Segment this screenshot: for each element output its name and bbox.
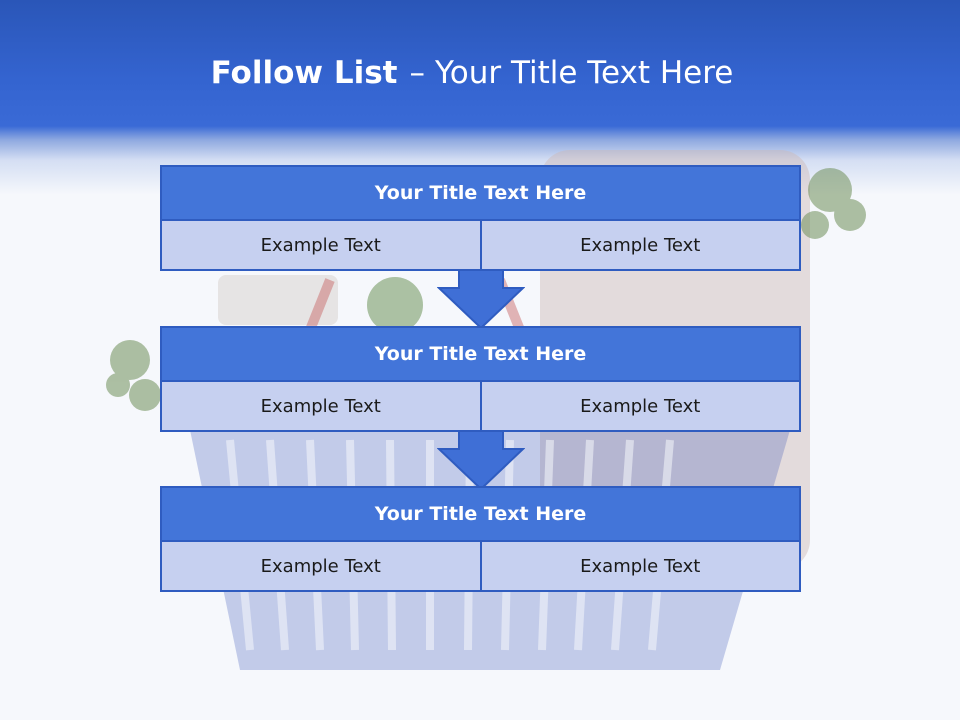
block-title: Your Title Text Here bbox=[160, 165, 801, 221]
block-cell-left: Example Text bbox=[162, 382, 482, 430]
block-title: Your Title Text Here bbox=[160, 326, 801, 382]
block-cell-right: Example Text bbox=[580, 395, 701, 417]
header-band bbox=[0, 0, 960, 195]
down-arrow-icon bbox=[437, 429, 525, 491]
block-cell-right: Example Text bbox=[580, 234, 701, 256]
block-cell-right: Example Text bbox=[580, 555, 701, 577]
title-dash: – bbox=[409, 55, 425, 91]
list-block-2: Your Title Text Here Example Text Exampl… bbox=[160, 326, 801, 432]
down-arrow-icon bbox=[437, 268, 525, 330]
slide-title: Follow List–Your Title Text Here bbox=[0, 55, 944, 91]
block-row: Example Text Example Text bbox=[160, 221, 801, 271]
list-block-1: Your Title Text Here Example Text Exampl… bbox=[160, 165, 801, 271]
title-rest: Your Title Text Here bbox=[434, 55, 734, 91]
block-cell-left: Example Text bbox=[162, 221, 482, 269]
block-row: Example Text Example Text bbox=[160, 542, 801, 592]
title-bold: Follow List bbox=[210, 55, 398, 91]
list-block-3: Your Title Text Here Example Text Exampl… bbox=[160, 486, 801, 592]
block-row: Example Text Example Text bbox=[160, 382, 801, 432]
block-title: Your Title Text Here bbox=[160, 486, 801, 542]
block-cell-left: Example Text bbox=[162, 542, 482, 590]
